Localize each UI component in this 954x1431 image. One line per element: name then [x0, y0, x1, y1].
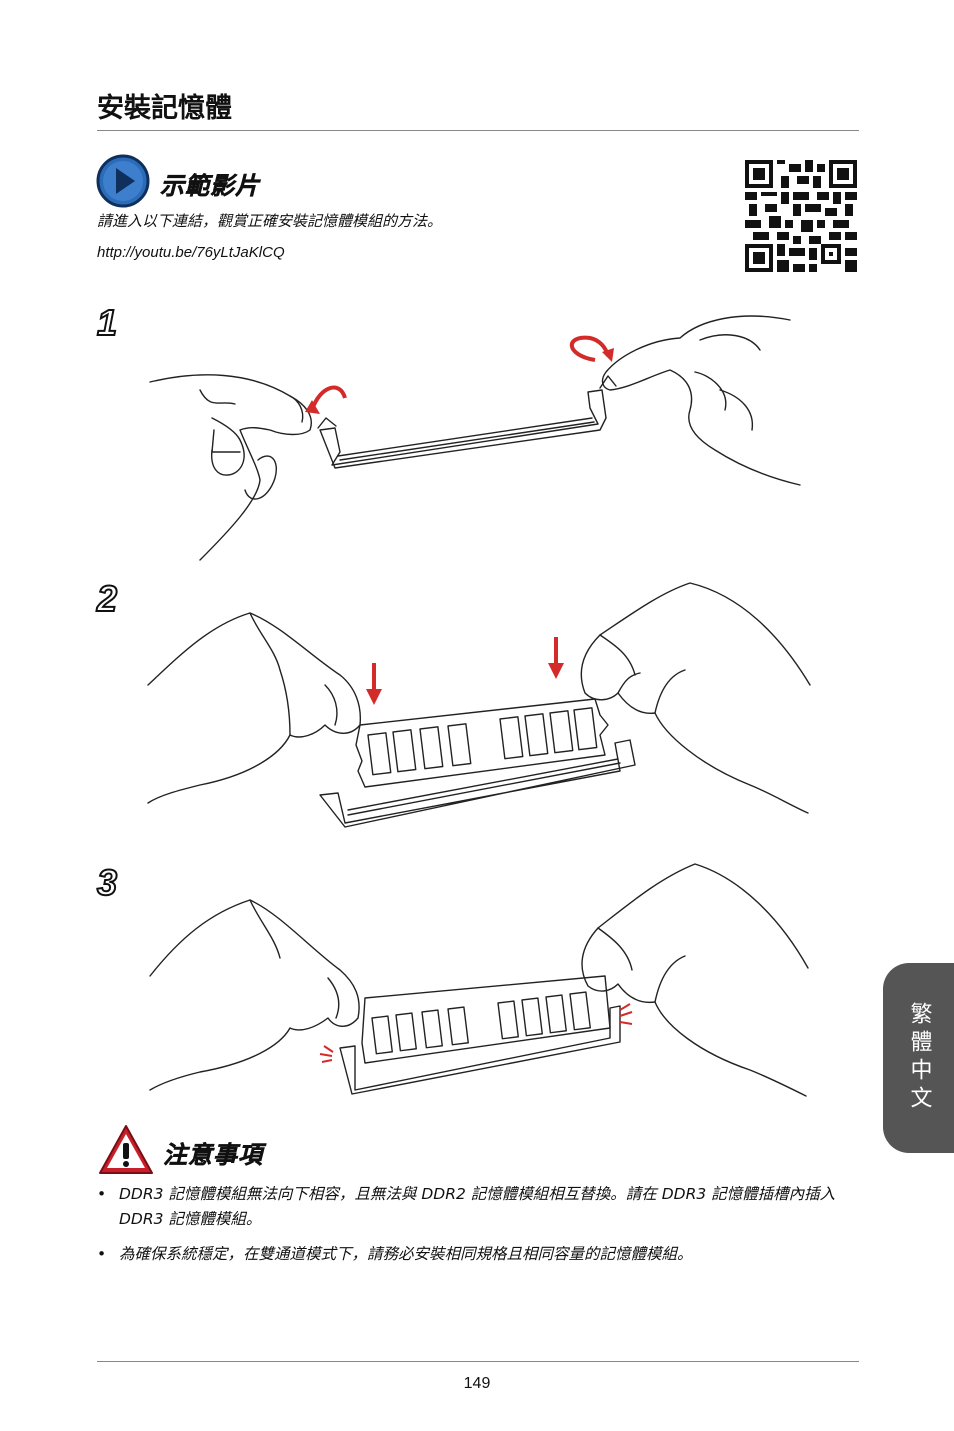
video-link[interactable]: http://youtu.be/76yLtJaKlCQ: [97, 244, 285, 261]
page-title: 安裝記憶體: [97, 93, 232, 124]
notes-heading: 注意事項: [163, 1141, 263, 1170]
step-number-1: 1: [96, 301, 118, 344]
play-icon[interactable]: [95, 153, 151, 209]
bullet: •: [97, 1185, 107, 1203]
top-divider: [97, 130, 859, 131]
step-3-figure: [149, 863, 809, 1097]
video-heading: 示範影片: [160, 172, 260, 201]
bullet: •: [97, 1245, 107, 1263]
list-item: • 為確保系統穩定，在雙通道模式下，請務必安裝相同規格且相同容量的記憶體模組。: [97, 1242, 837, 1267]
list-item: • DDR3 記憶體模組無法向下相容，且無法與 DDR2 記憶體模組相互替換。請在…: [97, 1182, 837, 1232]
step-number-3: 3: [96, 861, 118, 904]
bottom-divider: [97, 1361, 859, 1362]
side-tab-label: 繁體中文: [906, 1002, 932, 1114]
warning-icon: [99, 1125, 153, 1174]
step-2-figure: [147, 582, 811, 828]
note-text: 為確保系統穩定，在雙通道模式下，請務必安裝相同規格且相同容量的記憶體模組。: [119, 1245, 693, 1263]
notes-list: • DDR3 記憶體模組無法向下相容，且無法與 DDR2 記憶體模組相互替換。請在…: [97, 1182, 837, 1277]
language-side-tab: 繁體中文: [883, 963, 954, 1153]
note-text: DDR3 記憶體模組無法向下相容，且無法與 DDR2 記憶體模組相互替換。請在 …: [119, 1185, 836, 1228]
qr-code-icon: [745, 160, 857, 272]
page-number: 149: [463, 1375, 491, 1392]
step-1-figure: [149, 315, 801, 561]
video-description: 請進入以下連結，觀賞正確安裝記憶體模組的方法。: [97, 212, 443, 230]
step-number-2: 2: [96, 577, 118, 620]
